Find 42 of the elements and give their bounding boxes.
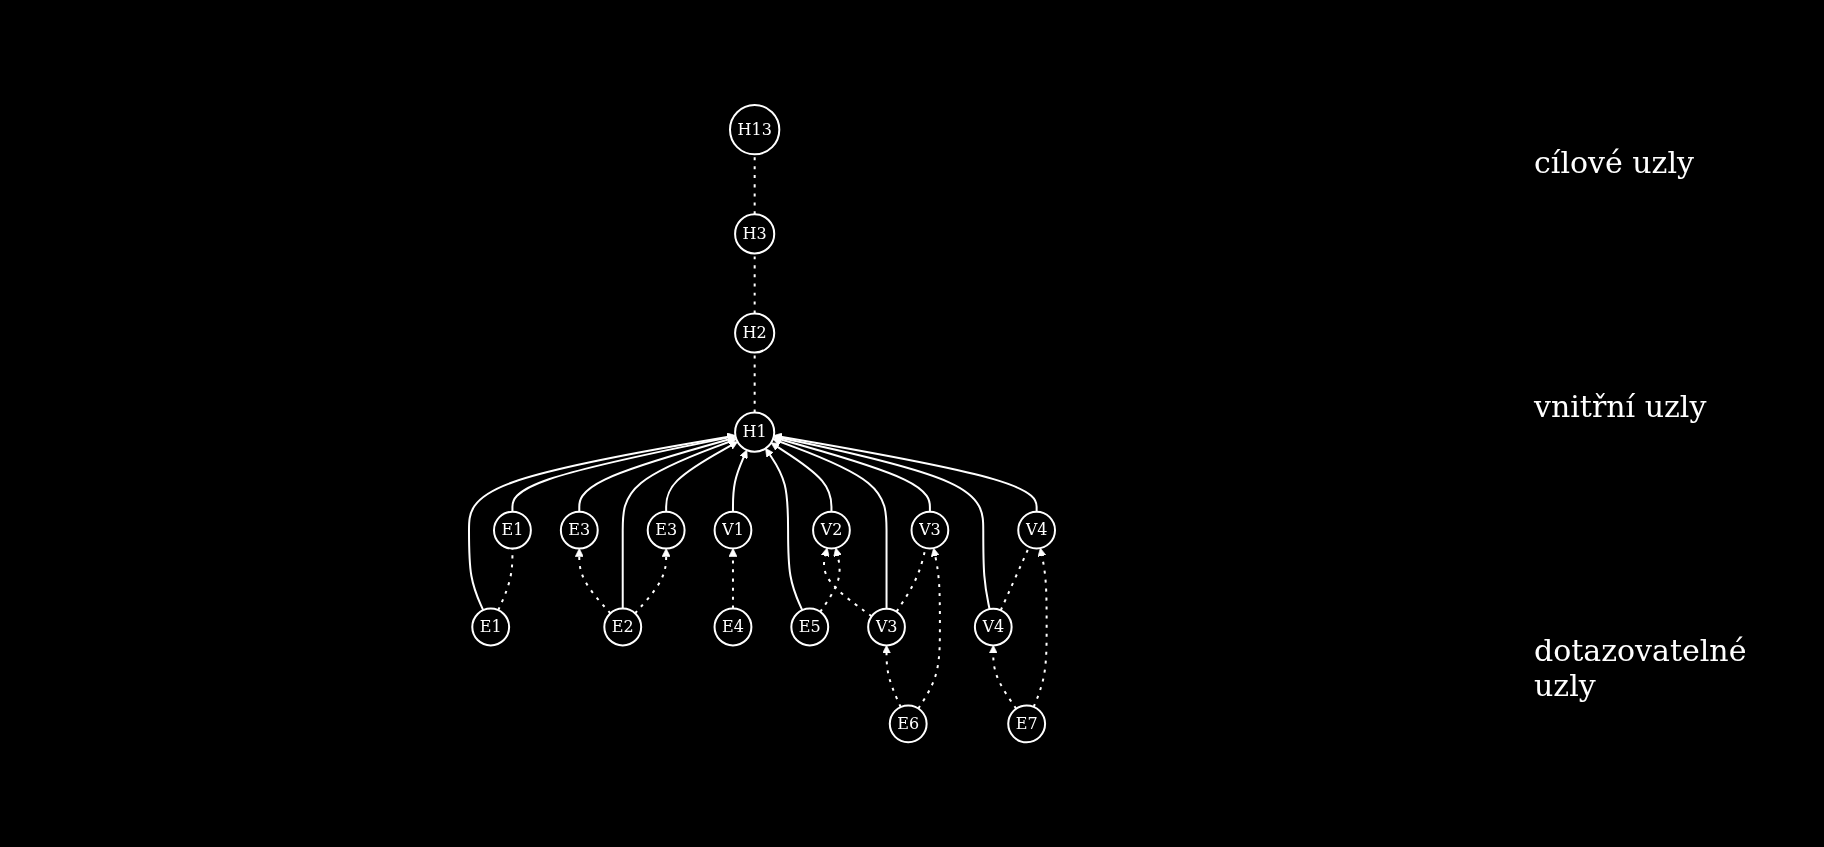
arrow: [468, 432, 736, 612]
arrow: [634, 548, 671, 615]
arrow: [917, 547, 941, 710]
node-circle: E7: [1007, 704, 1047, 744]
arrow: [770, 442, 833, 513]
arrow: [731, 449, 748, 513]
arrow: [511, 433, 736, 513]
arrow: [765, 447, 804, 612]
node-circle: H13: [729, 103, 781, 156]
arrow: [882, 644, 902, 708]
node-circle: H1: [734, 411, 776, 453]
node-circle: E3: [646, 510, 686, 550]
node-circle: V3: [867, 607, 906, 647]
arrow: [772, 437, 888, 610]
node-circle: H2: [734, 312, 776, 354]
arrow: [574, 548, 612, 615]
arrow: [773, 435, 931, 513]
arrow: [773, 432, 1038, 513]
node-circle: V4: [973, 607, 1013, 647]
arrow: [1032, 547, 1048, 708]
layer-label: cílové uzly: [1534, 144, 1695, 180]
arrow: [665, 441, 738, 513]
node-circle: E1: [471, 607, 511, 647]
node-circle: E4: [713, 607, 753, 647]
arrow: [819, 547, 842, 613]
node-circle: V3: [910, 510, 950, 550]
arrow: [728, 547, 738, 610]
node-circle: V2: [812, 510, 851, 550]
node-circle: E3: [559, 510, 599, 550]
arrow: [988, 644, 1018, 710]
node-circle: E5: [790, 607, 830, 647]
node-circle: V1: [713, 510, 753, 550]
node-circle: V4: [1017, 510, 1056, 550]
arrow: [578, 435, 737, 513]
node-circle: E6: [888, 704, 928, 744]
layer-label: dotazovatelné uzly: [1534, 632, 1748, 703]
node-circle: E2: [603, 607, 643, 647]
node-circle: E1: [493, 510, 532, 550]
node-circle: H3: [734, 213, 776, 255]
arrow: [621, 437, 737, 610]
arrow: [821, 547, 873, 618]
layer-label: vnitřní uzly: [1534, 388, 1708, 424]
